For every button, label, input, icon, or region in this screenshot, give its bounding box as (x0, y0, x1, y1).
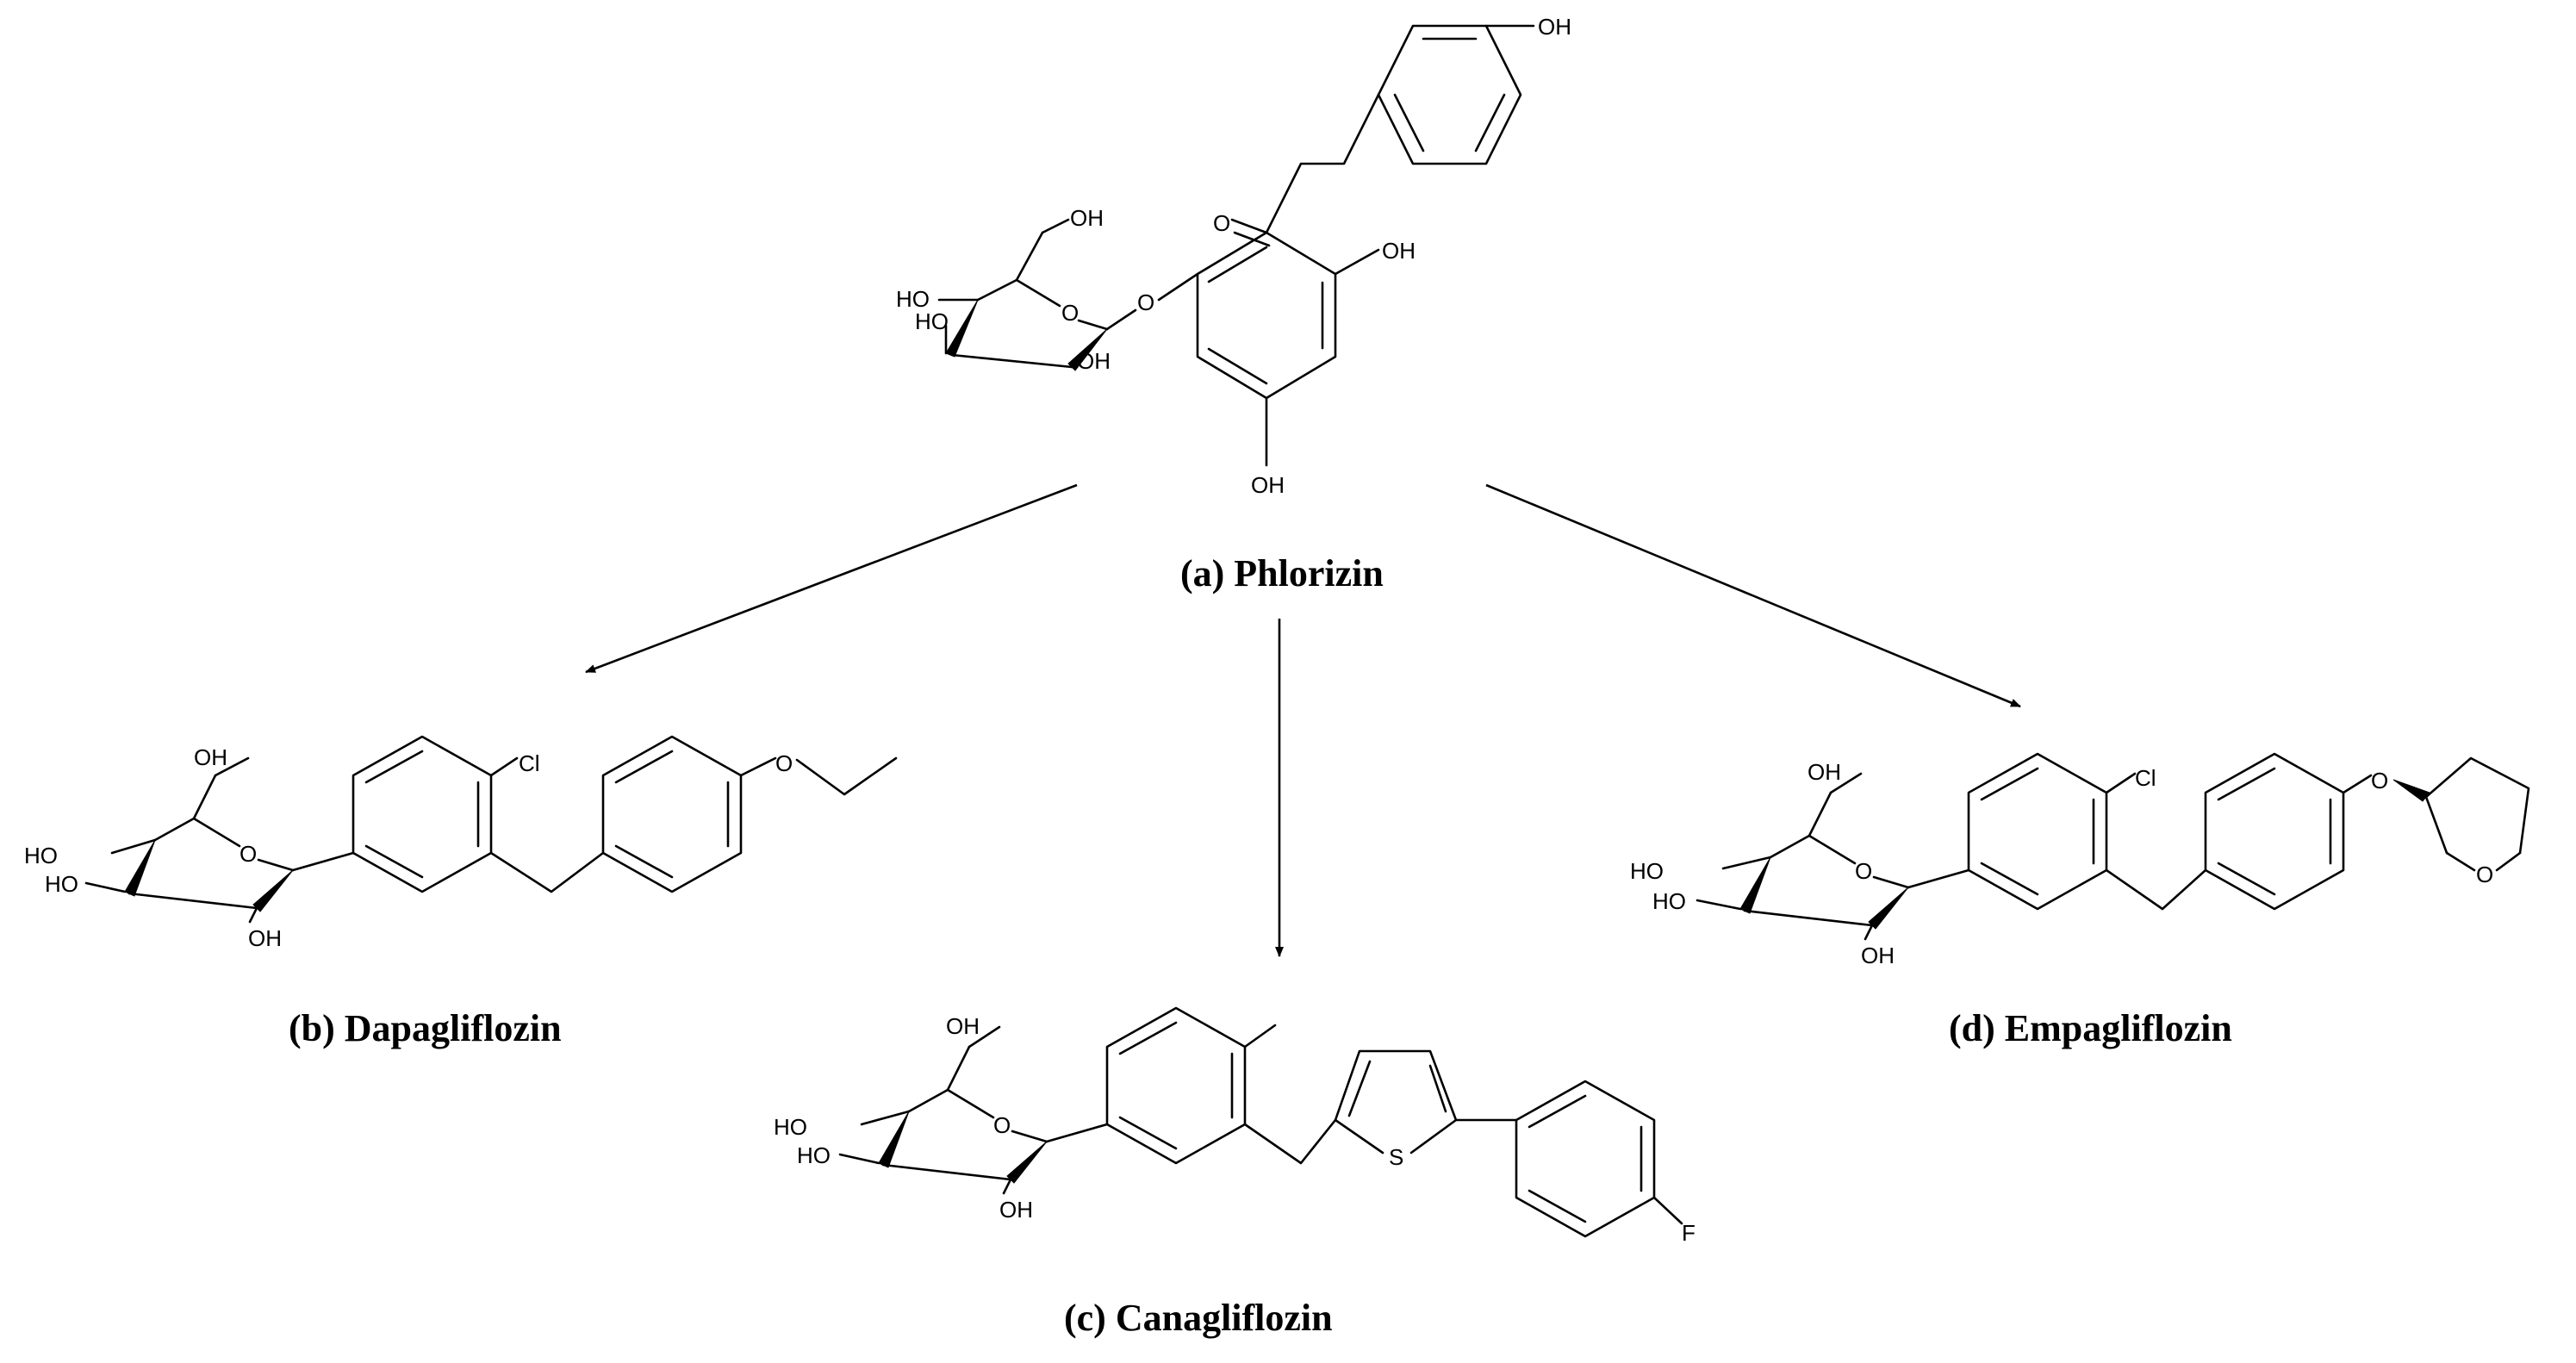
canagliflozin-thiophene-ring (1334, 1049, 1458, 1155)
empagliflozin-ch2oh: OH (1808, 759, 1841, 785)
dapagliflozin-ho-1: HO (24, 843, 58, 868)
phlorizin-ch2oh: OH (1070, 205, 1104, 231)
phlorizin-structure: OH O OH OH O O OH (896, 14, 1571, 498)
arrow-to-dapagliflozin (585, 483, 1078, 674)
empagliflozin-ether-o: O (2371, 768, 2388, 794)
phlorizin-ketone-o: O (1213, 210, 1230, 236)
empagliflozin-glucose: O OH HO HO OH (1630, 759, 1910, 968)
canagliflozin-ch2oh: OH (946, 1013, 980, 1039)
phlorizin-oh-sugar: OH (1077, 348, 1111, 374)
phlorizin-ring-o: O (1061, 300, 1079, 326)
phlorizin-phenol-oh: OH (1538, 14, 1571, 40)
dapagliflozin-cl: Cl (519, 750, 540, 776)
empagliflozin-ho-2: HO (1652, 888, 1686, 914)
phlorizin-phenol-ring (1377, 24, 1535, 165)
empagliflozin-phenoxy-ring (2204, 752, 2345, 911)
phlorizin-glucose: O OH HO HO OH (896, 205, 1111, 374)
canagliflozin-ring-o: O (993, 1112, 1011, 1138)
dapagliflozin-oh-sugar: OH (248, 925, 282, 951)
canagliflozin-thiophene-s: S (1389, 1144, 1403, 1170)
dapagliflozin-caption: (b) Dapagliflozin (289, 1007, 562, 1049)
dapagliflozin-chloroaryl-ring (352, 735, 493, 893)
empagliflozin-thf-o: O (2476, 862, 2493, 887)
phlorizin-aryl-ring (1196, 231, 1337, 400)
arrow-to-empagliflozin (1485, 483, 2021, 708)
dapagliflozin-ring-o: O (240, 841, 257, 867)
dapagliflozin-structure: O OH HO HO OH Cl (24, 735, 898, 951)
canagliflozin-oh-sugar: OH (999, 1197, 1033, 1223)
canagliflozin-structure: O OH HO HO OH (774, 1006, 1696, 1246)
empagliflozin-oh-sugar: OH (1861, 943, 1895, 968)
phlorizin-caption: (a) Phlorizin (1180, 552, 1384, 594)
canagliflozin-methylaryl-ring (1105, 1006, 1247, 1165)
dapagliflozin-ether-o: O (775, 750, 793, 776)
empagliflozin-chloroaryl-ring (1967, 752, 2108, 911)
dapagliflozin-glucose: O OH HO HO OH (24, 744, 295, 951)
canagliflozin-glucose: O OH HO HO OH (774, 1013, 1048, 1223)
phlorizin-oh-bottom: OH (1251, 472, 1285, 498)
dapagliflozin-ethoxyphenyl-ring (601, 735, 743, 893)
dapagliflozin-ho-2: HO (45, 871, 78, 897)
canagliflozin-f: F (1682, 1220, 1696, 1246)
empagliflozin-caption: (d) Empagliflozin (1949, 1007, 2232, 1049)
dapagliflozin-ch2oh: OH (194, 744, 227, 770)
empagliflozin-ho-1: HO (1630, 858, 1664, 884)
canagliflozin-ho-1: HO (774, 1114, 807, 1140)
phlorizin-oh-right: OH (1382, 238, 1416, 264)
empagliflozin-thf-ring (2424, 756, 2530, 872)
empagliflozin-ring-o: O (1855, 858, 1872, 884)
canagliflozin-ho-2: HO (797, 1142, 831, 1168)
empagliflozin-structure: O OH HO HO OH Cl (1630, 752, 2530, 968)
canagliflozin-caption: (c) Canagliflozin (1064, 1297, 1333, 1339)
phlorizin-ho-1: HO (896, 286, 930, 312)
phlorizin-ho-2: HO (915, 308, 949, 334)
empagliflozin-cl: Cl (2135, 765, 2156, 791)
phlorizin-glycosidic-o: O (1137, 289, 1154, 315)
canagliflozin-fluorophenyl-ring (1515, 1080, 1656, 1238)
